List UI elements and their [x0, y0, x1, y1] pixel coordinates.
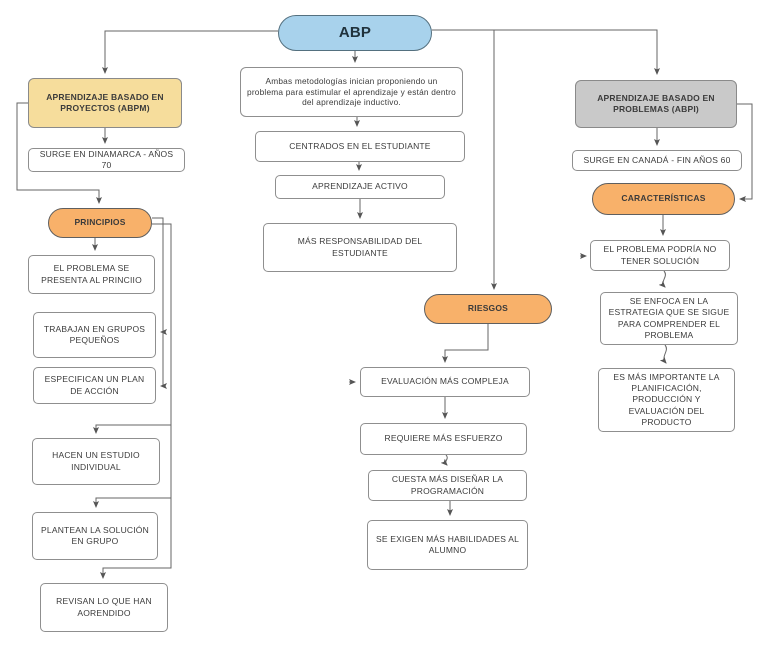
shared-node-3: MÁS RESPONSABILIDAD DEL ESTUDIANTE	[263, 223, 457, 272]
risk-item-4: SE EXIGEN MÁS HABILIDADES AL ALUMNO	[367, 520, 528, 570]
root-node-abp: ABP	[278, 15, 432, 51]
risk-item-2: REQUIERE MÁS ESFUERZO	[360, 423, 527, 455]
left-item-2: TRABAJAN EN GRUPOS PEQUEÑOS	[33, 312, 156, 358]
connector-right-header-to-caracteristicas	[737, 103, 753, 202]
caracteristicas-group-node: CARACTERÍSTICAS	[592, 183, 735, 215]
connector-rail-to-item5	[93, 425, 172, 508]
left-item-1: EL PROBLEMA SE PRESENTA AL PRINCIIO	[28, 255, 155, 294]
connector-root-to-left-header	[102, 30, 278, 74]
left-item-6: REVISAN LO QUE HAN AORENDIDO	[40, 583, 168, 632]
right-header-node: APRENDIZAJE BASADO EN PROBLEMAS (ABPI)	[575, 80, 737, 128]
intro-node: Ambas metodologías inician proponiendo u…	[240, 67, 463, 117]
connector-riesgos-to-risk1	[442, 324, 489, 363]
shared-node-2: APRENDIZAJE ACTIVO	[275, 175, 445, 199]
left-origin-node: SURGE EN DINAMARCA - AÑOS 70	[28, 148, 185, 172]
connector-right-item2-to-item3	[659, 344, 667, 364]
risk-item-1: EVALUACIÓN MÁS COMPLEJA	[360, 367, 530, 397]
left-item-5: PLANTEAN LA SOLUCIÓN EN GRUPO	[32, 512, 158, 560]
right-origin-node: SURGE EN CANADÁ - FIN AÑOS 60	[572, 150, 742, 171]
connector-risk2-to-risk3	[440, 454, 448, 466]
connector-principios-to-item2	[152, 217, 167, 335]
connector-right-item1-to-item2	[658, 270, 666, 288]
principios-group-node: PRINCIPIOS	[48, 208, 152, 238]
connector-left-header-to-principios	[16, 102, 102, 204]
left-item-3: ESPECIFICAN UN PLAN DE ACCIÓN	[33, 367, 156, 404]
risk-item-3: CUESTA MÁS DISEÑAR LA PROGRAMACIÓN	[368, 470, 527, 501]
right-item-2: SE ENFOCA EN LA ESTRATEGIA QUE SE SIGUE …	[600, 292, 738, 345]
right-item-1: EL PROBLEMA PODRÍA NO TENER SOLUCIÓN	[590, 240, 730, 271]
left-item-4: HACEN UN ESTUDIO INDIVIDUAL	[32, 438, 160, 485]
left-header-node: APRENDIZAJE BASADO EN PROYECTOS (ABPm)	[28, 78, 182, 128]
connector-root-to-right-header	[432, 29, 660, 75]
connector-rail-to-item3	[160, 332, 167, 389]
connector-rail-to-item6	[100, 498, 172, 579]
right-item-3: ES MÁS IMPORTANTE LA PLANIFICACIÓN, PROD…	[598, 368, 735, 432]
shared-node-1: CENTRADOS EN EL ESTUDIANTE	[255, 131, 465, 162]
riesgos-group-node: RIESGOS	[424, 294, 552, 324]
